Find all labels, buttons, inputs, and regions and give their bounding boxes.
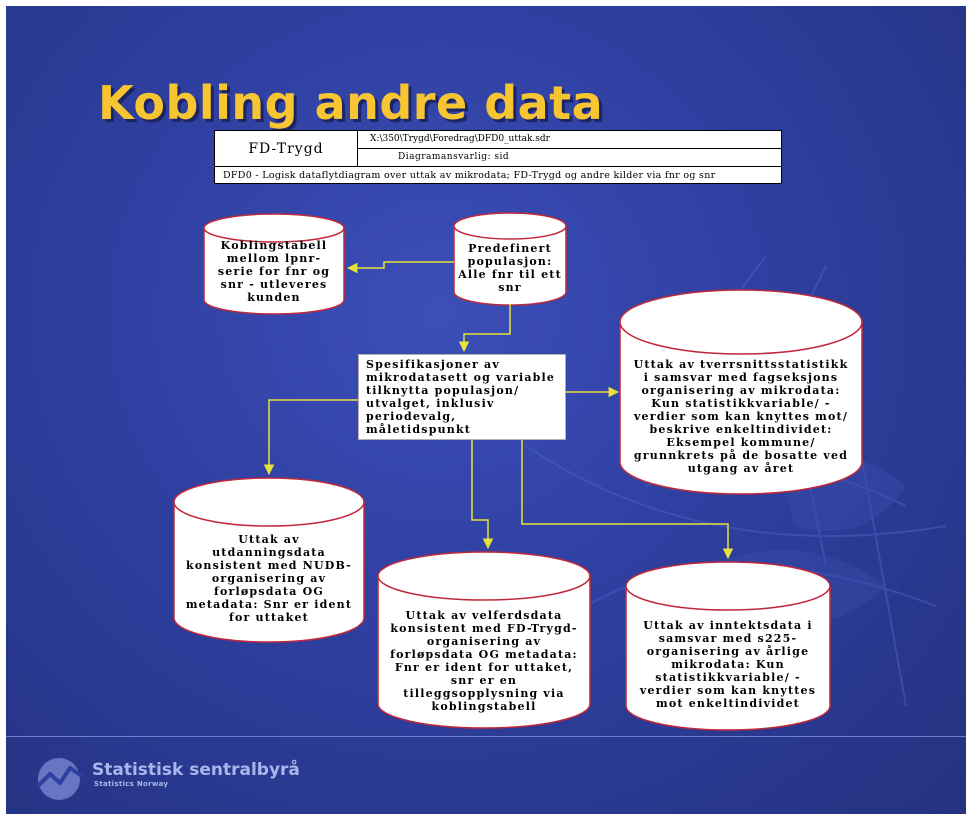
cylinder-koblingstabell (203, 213, 345, 315)
ssb-logo-icon (36, 758, 84, 800)
node-inntekt-label: Uttak av inntektsdata i samsvar med s225… (639, 618, 817, 710)
arrow-spesifikasjoner-to-utdanning (263, 399, 358, 476)
node-velferd-label: Uttak av velferdsdata konsistent med FD-… (390, 609, 578, 713)
diagram-info-box: FD-Trygd X:\350\Trygd\Foredrag\DFD0_utta… (214, 130, 782, 184)
file-path: X:\350\Trygd\Foredrag\DFD0_uttak.sdr (358, 131, 781, 149)
project-name: FD-Trygd (215, 131, 358, 167)
process-box-spesifikasjoner (358, 354, 566, 440)
page-title: Kobling andre data (98, 76, 604, 130)
arrow-spesifikasjoner-to-inntekt (521, 440, 734, 560)
footer-org-name-en: Statistics Norway (94, 780, 169, 788)
arrow-populasjon-to-spesifikasjoner (458, 304, 511, 353)
node-utdanning-label: Uttak av utdanningsdata konsistent med N… (185, 532, 353, 624)
arrow-spesifikasjoner-to-velferd (471, 440, 494, 550)
arrow-populasjon-to-koblingstabell (346, 261, 454, 274)
footer-divider (6, 736, 966, 737)
node-populasjon-label: Predefinert populasjon: Alle fnr til ett… (458, 242, 562, 294)
slide: Kobling andre data FD-Trygd X:\350\Trygd… (6, 6, 966, 814)
footer-org-name: Statistisk sentralbyrå (92, 760, 300, 780)
cylinder-populasjon (453, 212, 567, 306)
cylinder-inntekt (625, 561, 831, 731)
diagram-responsible: Diagramansvarlig: sid (358, 149, 781, 167)
cylinder-velferd (377, 551, 591, 729)
cylinder-tverrsnitt (619, 289, 863, 495)
diagram-description: DFD0 - Logisk dataflytdiagram over uttak… (223, 170, 716, 181)
node-koblingstabell-label: Koblingstabell mellom lpnr-serie for fnr… (217, 238, 331, 304)
dataflow-diagram (173, 212, 863, 731)
node-tverrsnitt-label: Uttak av tverrsnittsstatistikk i samsvar… (633, 357, 849, 475)
node-spesifikasjoner-label: Spesifikasjoner av mikrodatasett og vari… (366, 358, 556, 436)
cylinder-utdanning (173, 477, 365, 643)
